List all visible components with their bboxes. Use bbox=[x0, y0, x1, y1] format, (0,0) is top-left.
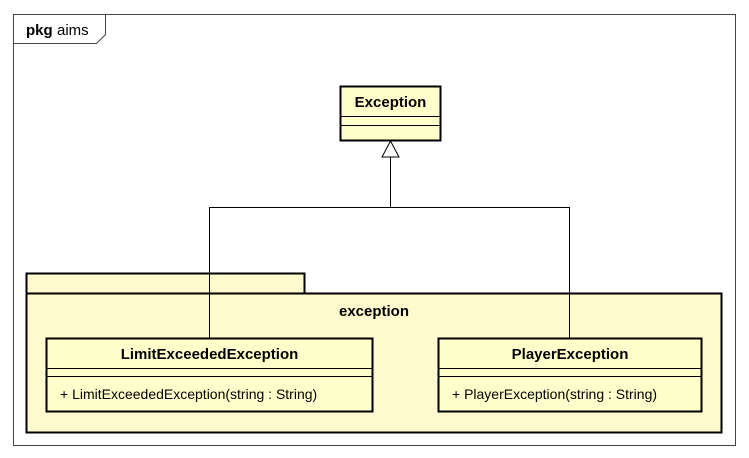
frame-name: aims bbox=[57, 22, 89, 39]
class-exception-box bbox=[339, 85, 442, 142]
class-player-exception[interactable]: PlayerException + PlayerException(string… bbox=[437, 337, 703, 413]
generalization-connector bbox=[209, 207, 570, 338]
class-player-title: PlayerException bbox=[512, 346, 629, 363]
frame-name-tab bbox=[13, 14, 106, 44]
class-exception-title: Exception bbox=[355, 94, 427, 111]
package-tab bbox=[25, 272, 306, 296]
class-limit-operation: + LimitExceededException(string : String… bbox=[60, 386, 317, 402]
class-exception[interactable]: Exception bbox=[339, 85, 442, 142]
inheritance-arrow-icon bbox=[381, 139, 400, 158]
package-title: exception bbox=[339, 303, 409, 320]
class-limit-title: LimitExceededException bbox=[121, 346, 299, 363]
class-player-operation: + PlayerException(string : String) bbox=[452, 386, 657, 402]
class-limit-box bbox=[45, 337, 374, 413]
class-player-box bbox=[437, 337, 703, 413]
frame-keyword: pkg bbox=[26, 22, 53, 39]
class-limit-exceeded-exception[interactable]: LimitExceededException + LimitExceededEx… bbox=[45, 337, 374, 413]
